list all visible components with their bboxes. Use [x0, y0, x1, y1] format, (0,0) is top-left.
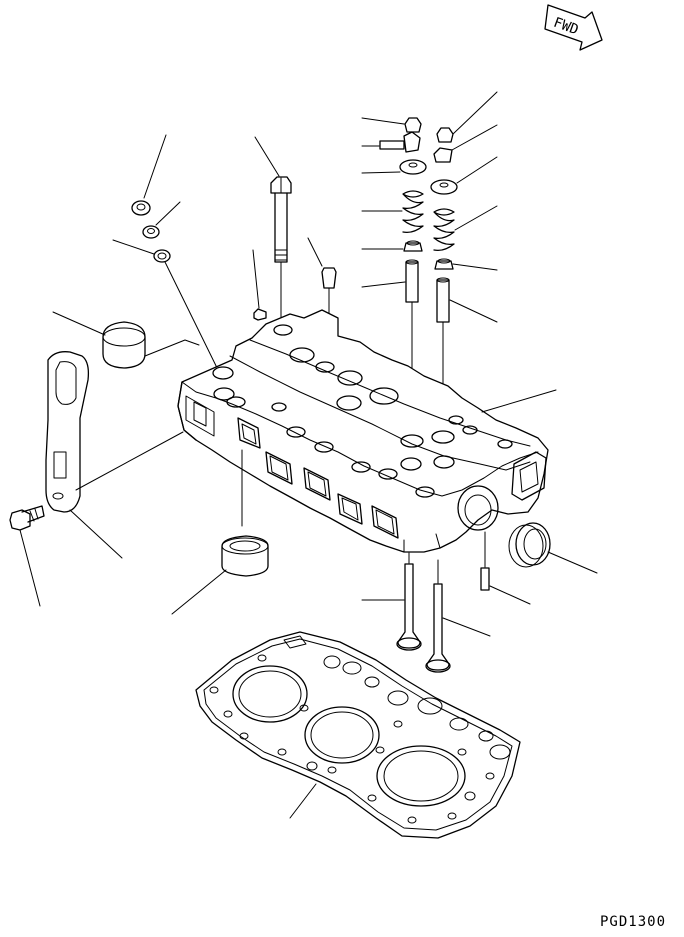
collet-left-part — [361, 131, 421, 153]
stem-seal-right-part — [434, 258, 498, 271]
lift-bracket-part — [45, 351, 184, 559]
drawing-code: PGD1300 — [600, 914, 667, 930]
spring-retainer-right-part — [430, 156, 498, 195]
oil-seal-part — [508, 522, 598, 574]
cup-plug-part — [171, 449, 269, 615]
valve-spring-right-part — [433, 205, 498, 252]
cap-plug-part — [52, 311, 200, 369]
flange-bolt-part — [9, 505, 45, 607]
head-gasket-part — [195, 631, 521, 839]
seal-ring-part — [112, 239, 223, 379]
plug-part — [252, 249, 267, 321]
spring-retainer-left-part — [361, 159, 427, 175]
head-bolt-part — [254, 136, 292, 326]
fwd-label: FWD — [551, 15, 580, 39]
valve-spring-left-part — [361, 190, 424, 234]
stem-seal-left-part — [361, 240, 423, 252]
dowel-pin-part — [480, 531, 531, 605]
washer-part — [142, 201, 181, 239]
valve-cap-right-part — [436, 91, 498, 143]
collet-right-part — [433, 124, 498, 163]
valve-left-part — [361, 552, 422, 651]
fwd-arrow-icon: FWD — [544, 4, 603, 51]
valve-right-part — [425, 559, 491, 673]
valve-cap-left-part — [361, 117, 422, 133]
cylinder-head-part — [177, 309, 557, 553]
nut-part — [131, 134, 167, 216]
